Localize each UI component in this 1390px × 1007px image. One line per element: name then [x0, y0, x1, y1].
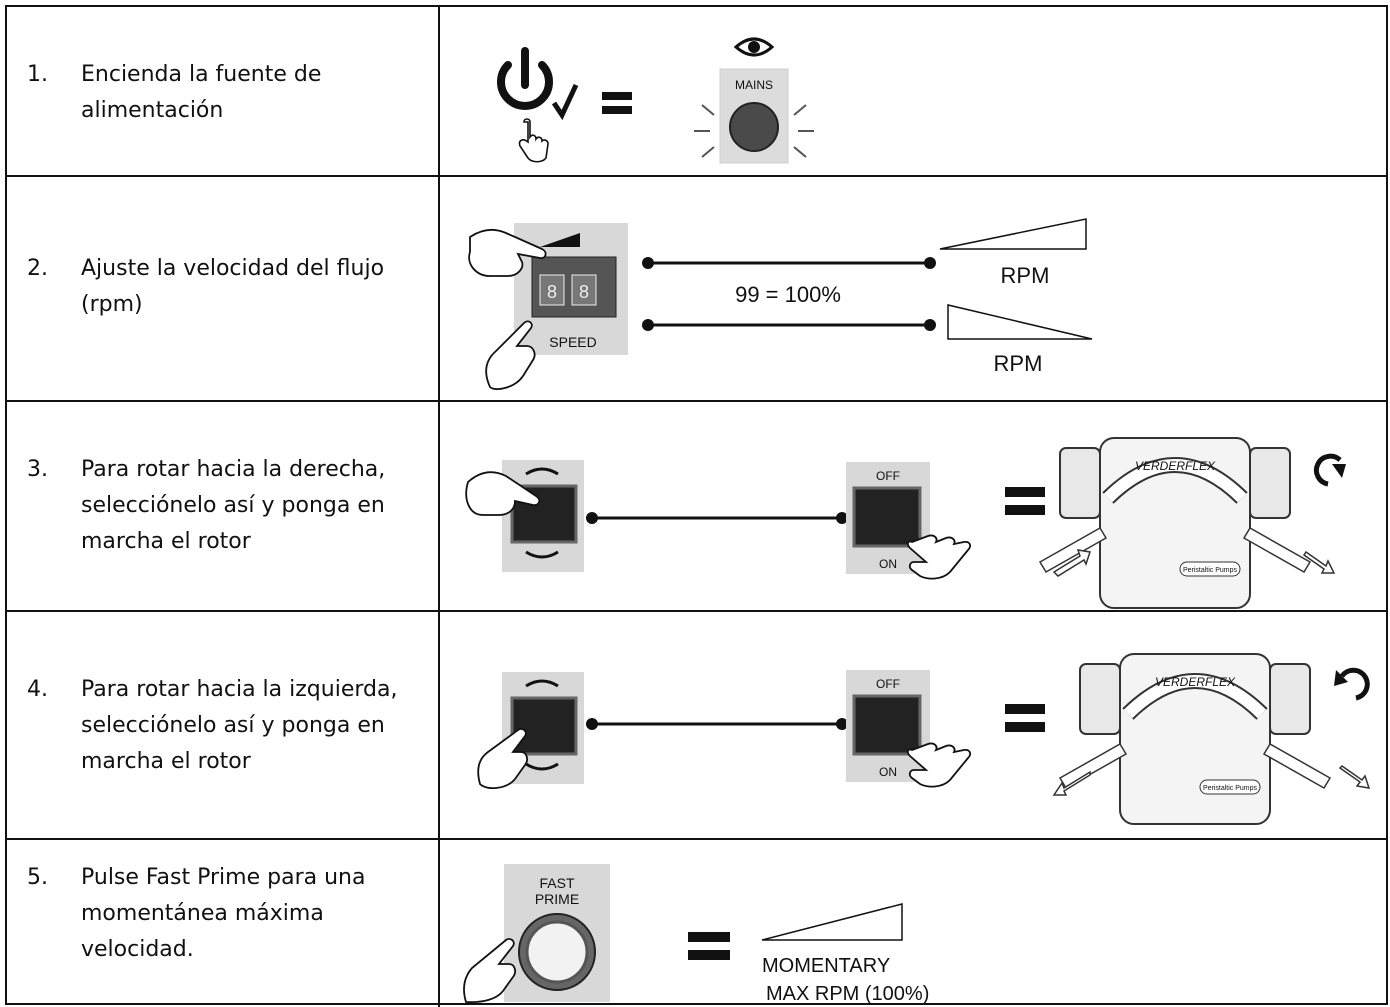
step-figure-1: MAINS — [440, 7, 1386, 175]
hand-pointer-icon — [906, 534, 971, 580]
hand-pointer-icon — [465, 471, 541, 516]
rpm-up-label: RPM — [1001, 263, 1050, 288]
equals-icon — [1005, 704, 1045, 732]
step-number: 5. — [27, 865, 48, 890]
inflow-arrow-icon — [1338, 765, 1371, 789]
fast-prime-button: FAST PRIME — [504, 864, 610, 1002]
speed-label: SPEED — [549, 334, 596, 350]
momentary-label: MOMENTARY — [762, 955, 890, 977]
step-line: alimentación — [81, 98, 224, 123]
eye-icon — [733, 37, 775, 57]
pump-illustration: VERDERFLEX Peristaltic Pumps — [1038, 437, 1312, 609]
pump-brand: VERDERFLEX — [1135, 459, 1216, 473]
step-figure-2: 8 8 SPEED 99 = 100% — [440, 177, 1386, 400]
fast-prime-label: FAST — [539, 875, 574, 891]
step-line: Para rotar hacia la izquierda, — [81, 677, 398, 702]
step-line: Encienda la fuente de — [81, 62, 322, 87]
step-line: marcha el rotor — [81, 749, 251, 774]
step-figure-4: OFF ON VERDERFLEX — [440, 612, 1386, 838]
mains-indicator: MAINS — [694, 68, 814, 164]
check-icon — [551, 83, 579, 121]
step-row-5: 5. Pulse Fast Prime para una momentánea … — [7, 840, 1386, 1007]
connector-line — [586, 718, 848, 730]
rpm-ramp-down: RPM — [947, 304, 1093, 376]
hand-pointer-icon — [468, 228, 547, 390]
on-off-switch: OFF ON — [846, 670, 930, 782]
speed-digit: 8 — [579, 282, 589, 302]
outflow-arrow-icon — [1052, 770, 1091, 796]
hand-pointer-icon — [518, 118, 549, 163]
inflow-arrow-icon — [1052, 549, 1091, 577]
equals-icon — [602, 92, 632, 114]
step-line: (rpm) — [81, 292, 143, 317]
mains-label: MAINS — [735, 78, 773, 92]
max-rpm-label: MAX RPM (100%) — [766, 983, 929, 1005]
step-number: 3. — [27, 457, 48, 482]
pump-illustration: VERDERFLEX Peristaltic Pumps — [1058, 653, 1332, 825]
equals-icon — [1005, 487, 1045, 515]
direction-switch — [502, 460, 584, 572]
switch-on-label: ON — [879, 765, 897, 779]
step-line: selecciónelo así y ponga en — [81, 493, 385, 518]
step-number: 2. — [27, 256, 48, 281]
switch-on-label: ON — [879, 557, 897, 571]
pump-brand: VERDERFLEX — [1155, 675, 1236, 689]
step-row-2: 2. Ajuste la velocidad del flujo (rpm) 8… — [7, 177, 1386, 402]
fast-prime-label: PRIME — [535, 891, 579, 907]
step-line: selecciónelo así y ponga en — [81, 713, 385, 738]
step-line: momentánea máxima — [81, 901, 324, 926]
power-icon — [497, 47, 553, 110]
hand-pointer-icon — [463, 938, 516, 1004]
instructions-table: 1. Encienda la fuente de alimentación — [5, 5, 1388, 1007]
rotate-clockwise-icon — [1313, 453, 1346, 487]
pump-plate: Peristaltic Pumps — [1203, 785, 1258, 792]
rpm-ramp-up: RPM — [939, 218, 1087, 288]
step-line: Pulse Fast Prime para una — [81, 865, 366, 890]
hand-pointer-icon — [906, 742, 971, 788]
direction-switch — [502, 672, 584, 784]
step-number: 4. — [27, 677, 48, 702]
pump-plate: Peristaltic Pumps — [1183, 567, 1238, 574]
connector-line — [586, 512, 848, 524]
speed-digit: 8 — [547, 282, 557, 302]
step-row-1: 1. Encienda la fuente de alimentación — [7, 7, 1386, 177]
switch-off-label: OFF — [876, 677, 900, 691]
hand-pointer-icon — [477, 728, 528, 790]
switch-off-label: OFF — [876, 469, 900, 483]
speed-panel: 8 8 SPEED — [514, 223, 628, 355]
step-figure-5: FAST PRIME MOMENTARY MAX RPM (100%) — [440, 840, 1386, 1007]
step-figure-3: OFF ON VERDERFLEX — [440, 402, 1386, 610]
rpm-down-label: RPM — [994, 351, 1043, 376]
step-row-3: 3. Para rotar hacia la derecha, selecció… — [7, 402, 1386, 612]
step-line: Ajuste la velocidad del flujo — [81, 256, 385, 281]
step-number: 1. — [27, 62, 48, 87]
step-line: Para rotar hacia la derecha, — [81, 457, 386, 482]
speed-lines: 99 = 100% — [642, 257, 936, 331]
equals-icon — [688, 932, 730, 960]
speed-ratio: 99 = 100% — [735, 282, 841, 307]
rotate-counterclockwise-icon — [1334, 667, 1370, 701]
step-line: marcha el rotor — [81, 529, 251, 554]
max-rpm-ramp: MOMENTARY MAX RPM (100%) — [761, 903, 929, 1005]
step-row-4: 4. Para rotar hacia la izquierda, selecc… — [7, 612, 1386, 840]
on-off-switch: OFF ON — [846, 462, 930, 574]
outflow-arrow-icon — [1302, 550, 1336, 574]
step-line: velocidad. — [81, 937, 194, 962]
